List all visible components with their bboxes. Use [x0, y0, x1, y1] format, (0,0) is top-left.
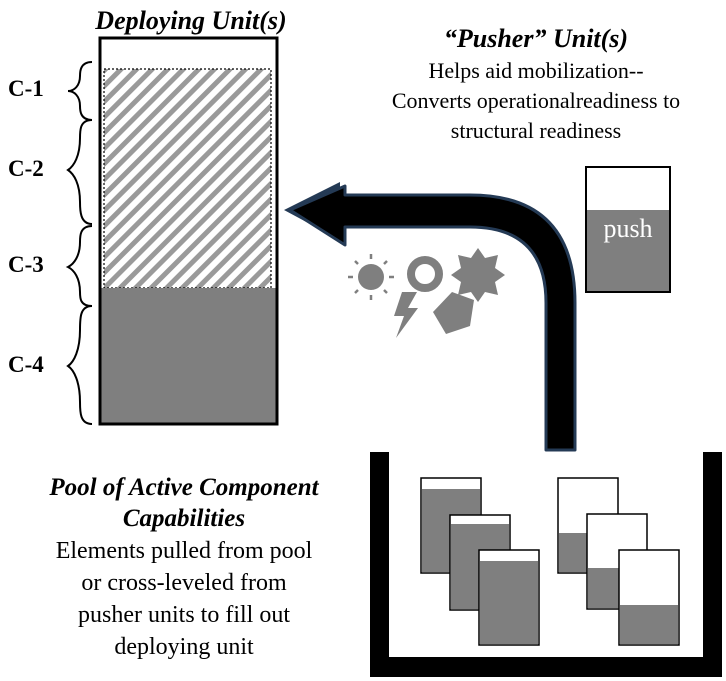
structural-readiness-hatch — [103, 68, 272, 289]
ring-icon — [407, 256, 443, 292]
pool-title-line1: Pool of Active Component — [49, 474, 319, 501]
pool-card — [478, 549, 540, 646]
level-c2-label: C-2 — [8, 156, 44, 181]
level-c1-label: C-1 — [8, 76, 44, 101]
level-c3-label: C-3 — [8, 252, 44, 277]
pool-desc-line4: deploying unit — [114, 634, 254, 660]
push-box-label: push — [603, 214, 653, 243]
pool-desc-line3: pusher units to fill out — [78, 602, 290, 628]
capability-icons — [348, 248, 505, 338]
brace-c2 — [66, 119, 93, 225]
brace-c4 — [66, 305, 93, 425]
pusher-desc-line3: structural readiness — [450, 118, 622, 143]
deploying-unit-column — [98, 36, 279, 426]
lightning-icon — [394, 292, 418, 338]
level-c4-label: C-4 — [8, 352, 44, 377]
pool-desc-line2: or cross-leveled from — [81, 570, 287, 596]
pusher-unit-title: “Pusher” Unit(s) — [443, 24, 629, 53]
deploying-unit-title: Deploying Unit(s) — [95, 6, 287, 35]
level-braces — [65, 61, 93, 425]
pool-card — [618, 549, 680, 646]
pusher-desc-line2: Converts operationalreadiness to — [391, 88, 681, 113]
pool-desc-line1: Elements pulled from pool — [55, 538, 313, 564]
pool-cards-full — [420, 477, 540, 646]
pool-title-line2: Capabilities — [122, 505, 246, 532]
sun-icon — [348, 254, 394, 300]
pusher-unit-box — [585, 166, 671, 293]
brace-c3 — [65, 225, 93, 307]
pusher-desc-line1: Helps aid mobilization-- — [428, 58, 644, 83]
filled-capability-block — [101, 288, 276, 423]
pool-cards-partial — [557, 477, 680, 646]
pentagon-icon — [433, 292, 474, 334]
star-icon — [451, 248, 505, 302]
brace-c1 — [67, 61, 93, 121]
pull-arrow — [284, 182, 577, 452]
